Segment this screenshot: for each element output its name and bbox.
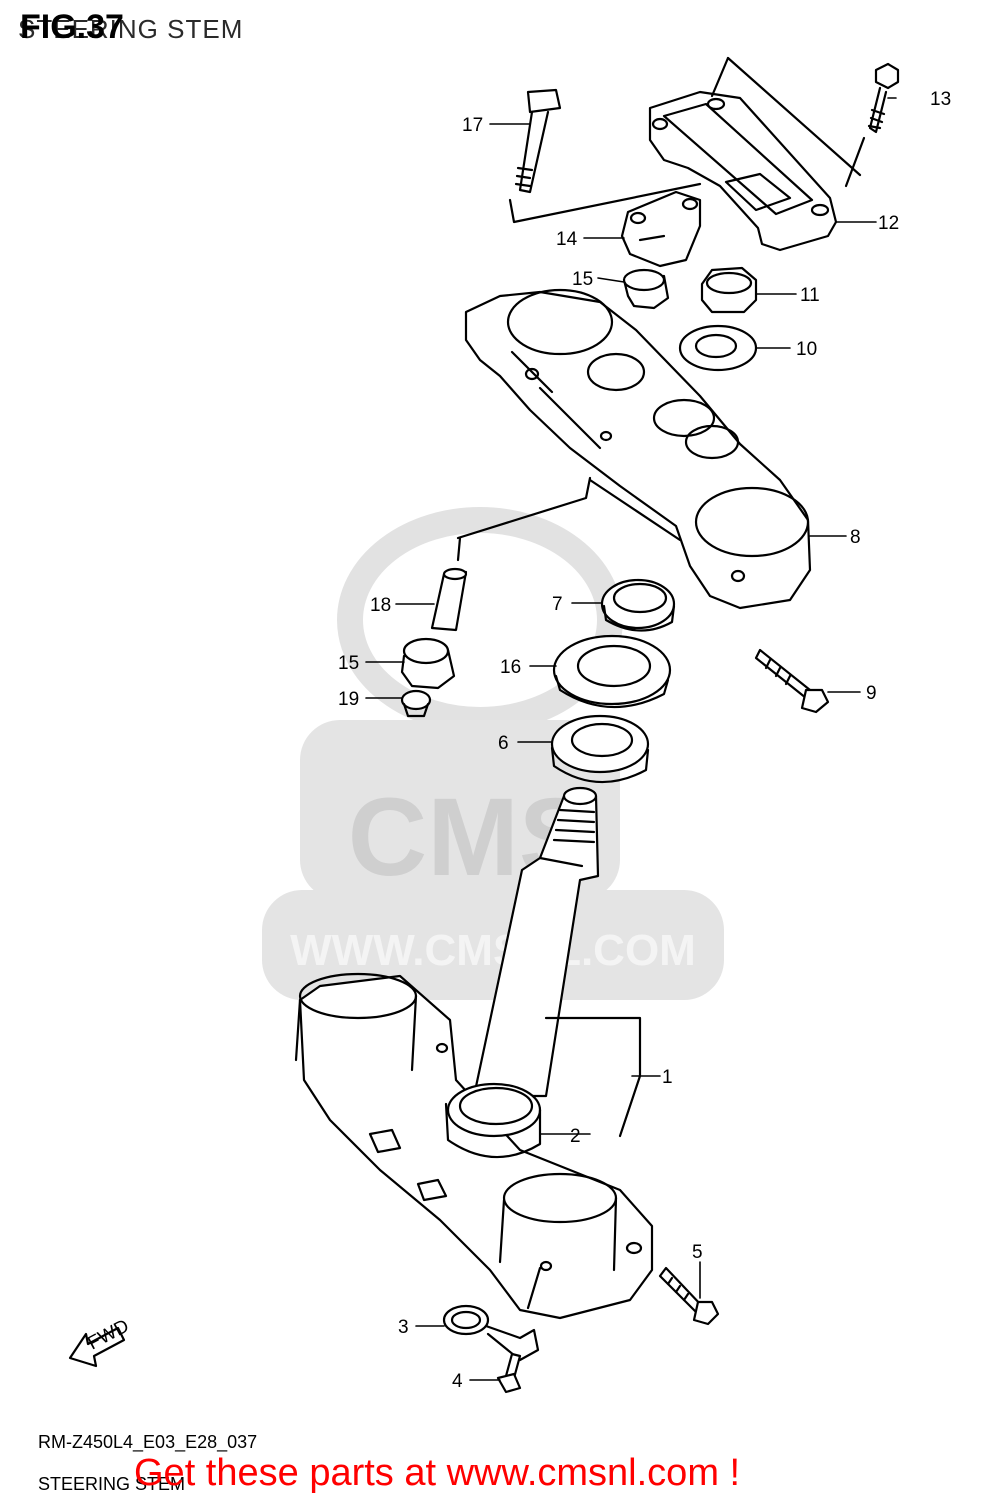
callout-2: 2 bbox=[570, 1126, 581, 1147]
callout-11: 11 bbox=[800, 285, 820, 306]
part-11-nut bbox=[700, 266, 758, 314]
callout-10: 10 bbox=[796, 339, 817, 360]
part-2-lower-bearing bbox=[444, 1102, 542, 1159]
diagram-subtitle: STEERING STEM bbox=[18, 14, 244, 44]
callout-17: 17 bbox=[462, 115, 483, 136]
callout-19: 19 bbox=[338, 689, 359, 710]
callout-15-lower: 15 bbox=[338, 653, 359, 674]
part-19-collar bbox=[400, 689, 432, 718]
part-13-bolt bbox=[867, 62, 900, 134]
part-7-ring-nut bbox=[600, 578, 676, 632]
callout-14: 14 bbox=[556, 229, 578, 250]
part-8-upper-bracket bbox=[464, 288, 812, 610]
part-16-dust-seal bbox=[552, 634, 672, 709]
part-1-lower-bracket bbox=[294, 972, 654, 1320]
fwd-arrow-icon bbox=[68, 1326, 126, 1368]
callout-16: 16 bbox=[500, 657, 521, 678]
part-15-upper-bushing bbox=[622, 268, 670, 310]
callout-7: 7 bbox=[552, 594, 563, 615]
figure-label: FIG.37 bbox=[20, 8, 124, 46]
callout-4: 4 bbox=[452, 1371, 463, 1392]
part-1-steering-stem bbox=[472, 786, 600, 1098]
part-5-bolt bbox=[658, 1266, 720, 1326]
callout-leaders bbox=[365, 97, 897, 1381]
callout-13: 13 bbox=[930, 89, 951, 110]
footer-title: STEERING STEM bbox=[38, 1474, 186, 1494]
part-9-bolt bbox=[754, 648, 830, 714]
part-10-washer bbox=[678, 324, 758, 372]
leader-13 bbox=[726, 56, 862, 177]
promo-link[interactable]: Get these parts at www.cmsnl.com ! bbox=[134, 1452, 741, 1494]
callout-3: 3 bbox=[398, 1317, 409, 1338]
callout-6: 6 bbox=[498, 733, 509, 754]
callout-5: 5 bbox=[692, 1242, 703, 1263]
model-code: RM-Z450L4_E03_E28_037 bbox=[38, 1432, 258, 1452]
callout-12: 12 bbox=[878, 213, 899, 234]
watermark-url: WWW.CMSNL.COM bbox=[290, 926, 696, 975]
part-15-lower-bushing bbox=[400, 637, 456, 690]
part-3-clamp bbox=[442, 1304, 540, 1362]
part-14-clamp-base bbox=[620, 190, 702, 268]
leader-12-left bbox=[710, 56, 730, 98]
part-18-pin bbox=[430, 567, 468, 632]
callout-1: 1 bbox=[662, 1067, 673, 1088]
part-12-handlebar-clamp bbox=[648, 90, 838, 252]
part-4-screw bbox=[496, 1352, 522, 1394]
part-17-bolt bbox=[514, 88, 562, 194]
callout-numbers: 1 2 3 4 5 6 7 8 9 10 11 12 13 14 15 15 1… bbox=[338, 89, 951, 1392]
callout-15-upper: 15 bbox=[572, 269, 593, 290]
leader-18 bbox=[456, 476, 592, 540]
callout-9: 9 bbox=[866, 683, 877, 704]
leader-13-lower bbox=[844, 136, 866, 188]
leader-17 bbox=[508, 182, 702, 224]
part-6-bearing bbox=[550, 714, 650, 784]
callout-18: 18 bbox=[370, 595, 391, 616]
callout-8: 8 bbox=[850, 527, 861, 548]
leader-1 bbox=[544, 1016, 642, 1138]
